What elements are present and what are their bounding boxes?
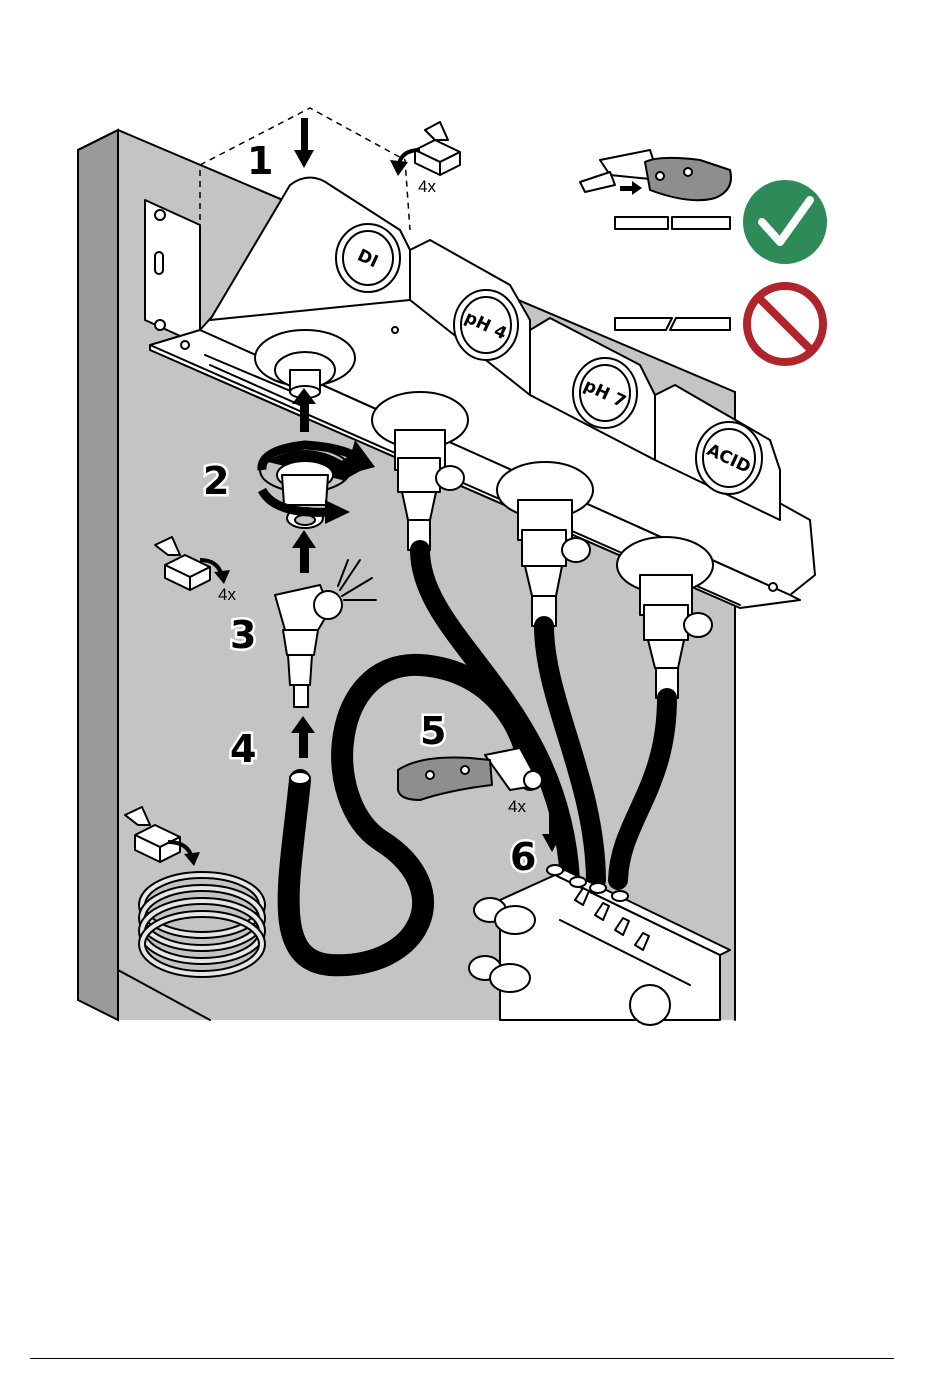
step-number-4: 4 [230, 727, 256, 771]
bottle-label-ph4: pH 4 [454, 290, 518, 360]
check-icon [743, 180, 827, 264]
step-number-3: 3 [230, 613, 256, 657]
straight-cut-tube [615, 217, 730, 229]
bottle-label-di: DI [336, 224, 400, 292]
quantity-label-knife: 4x [508, 797, 526, 816]
bottle-label-ph7: pH 7 [573, 358, 637, 428]
step-number-5: 5 [420, 709, 446, 753]
step-number-1: 1 [247, 139, 273, 183]
utility-knife-icon [580, 150, 731, 200]
step-number-6: 6 [510, 835, 536, 879]
arrow-down-icon [294, 118, 314, 168]
prohibited-icon [747, 286, 823, 362]
open-box-icon [390, 122, 460, 176]
quantity-label-top: 4x [418, 177, 436, 196]
quantity-label-left: 4x [218, 585, 236, 604]
angled-cut-tube [615, 318, 730, 330]
footer-rule [30, 1358, 894, 1359]
step-number-2: 2 [203, 459, 229, 503]
bottle-label-acid: ACID [696, 422, 762, 494]
